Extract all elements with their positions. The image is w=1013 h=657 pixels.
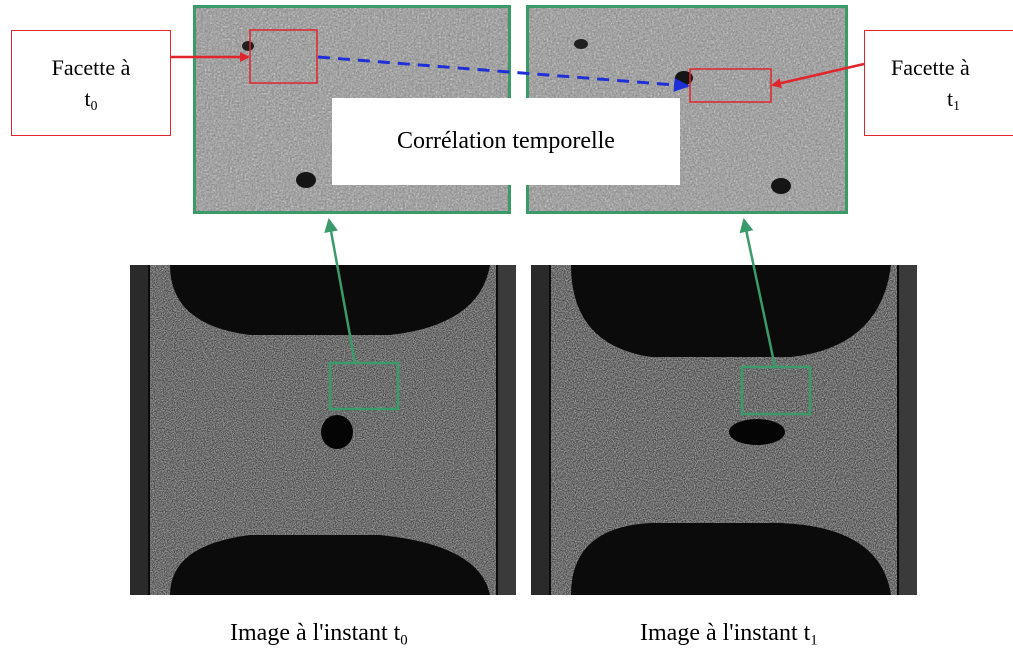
facet-label-t1-time: t1 — [891, 84, 1013, 115]
facet-label-t0: Facette à t0 — [11, 30, 171, 136]
caption-t0-text: Image à l'instant t — [230, 620, 401, 646]
correlation-label-text: Corrélation temporelle — [397, 128, 615, 154]
facet-label-t0-text: Facette à — [51, 55, 131, 80]
caption-t1-sub: 1 — [810, 632, 818, 649]
facet-label-t0-sub: 0 — [90, 97, 98, 113]
specimen-image-t0 — [130, 265, 516, 595]
caption-t0-sub: 0 — [400, 632, 408, 649]
caption-t1: Image à l'instant t1 — [640, 620, 818, 649]
correlation-label: Corrélation temporelle — [332, 98, 680, 185]
caption-t0: Image à l'instant t0 — [230, 620, 408, 649]
facet-label-t1-prefix: t — [947, 85, 954, 111]
facet-label-t1-text: Facette à — [891, 55, 970, 80]
facet-label-t1-sub: 1 — [953, 97, 960, 113]
caption-t1-text: Image à l'instant t — [640, 620, 811, 646]
facet-label-t0-prefix: t — [84, 85, 91, 111]
facet-label-t0-time: t0 — [12, 84, 170, 115]
facet-label-t1: Facette à t1 — [864, 30, 1013, 136]
specimen-image-t1 — [531, 265, 917, 595]
